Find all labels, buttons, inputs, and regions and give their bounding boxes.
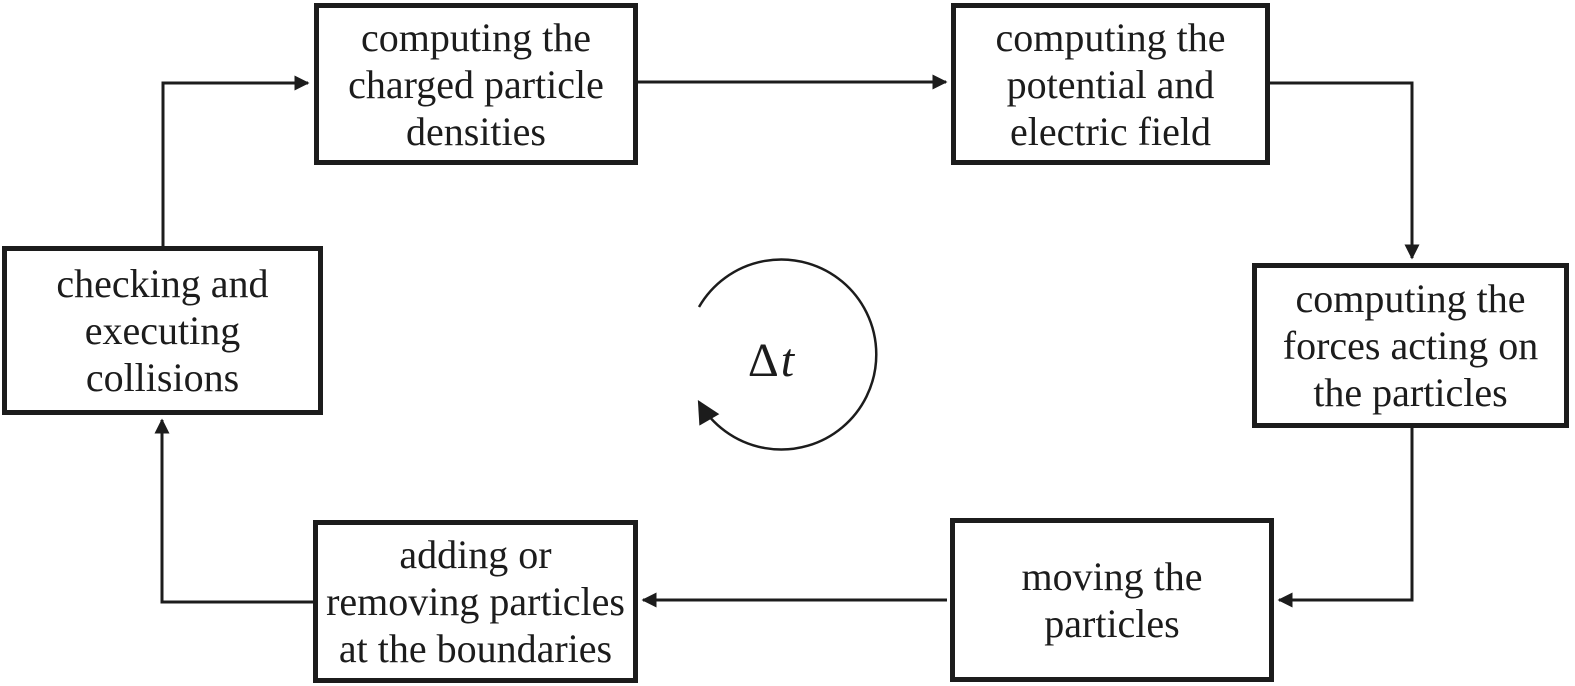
process-box-label: checking and executing collisions [56, 261, 269, 400]
arrow-forces-to-moving [1277, 428, 1414, 608]
process-box-moving-particles: moving the particles [950, 518, 1274, 682]
arrow-collisions-to-densities [161, 75, 310, 246]
delta-symbol: Δ [747, 333, 779, 387]
time-symbol: t [780, 333, 795, 387]
process-box-label: computing the charged particle densities [348, 14, 604, 154]
cycle-timestep-arrow [697, 258, 878, 451]
arrow-boundaries-to-collisions [154, 418, 313, 604]
process-box-label: computing the forces acting on the parti… [1282, 276, 1539, 415]
process-box-collisions: checking and executing collisions [2, 246, 323, 415]
process-box-label: computing the potential and electric fie… [995, 14, 1226, 154]
process-box-forces-on-particles: computing the forces acting on the parti… [1252, 263, 1569, 428]
process-box-charged-particle-densities: computing the charged particle densities [314, 3, 638, 165]
arrow-potential-to-forces [1270, 81, 1420, 260]
process-box-add-remove-particles: adding or removing particles at the boun… [313, 520, 638, 683]
process-box-label: adding or removing particles at the boun… [326, 532, 625, 671]
process-box-potential-electric-field: computing the potential and electric fie… [951, 3, 1270, 165]
process-box-label: moving the particles [1021, 554, 1203, 646]
